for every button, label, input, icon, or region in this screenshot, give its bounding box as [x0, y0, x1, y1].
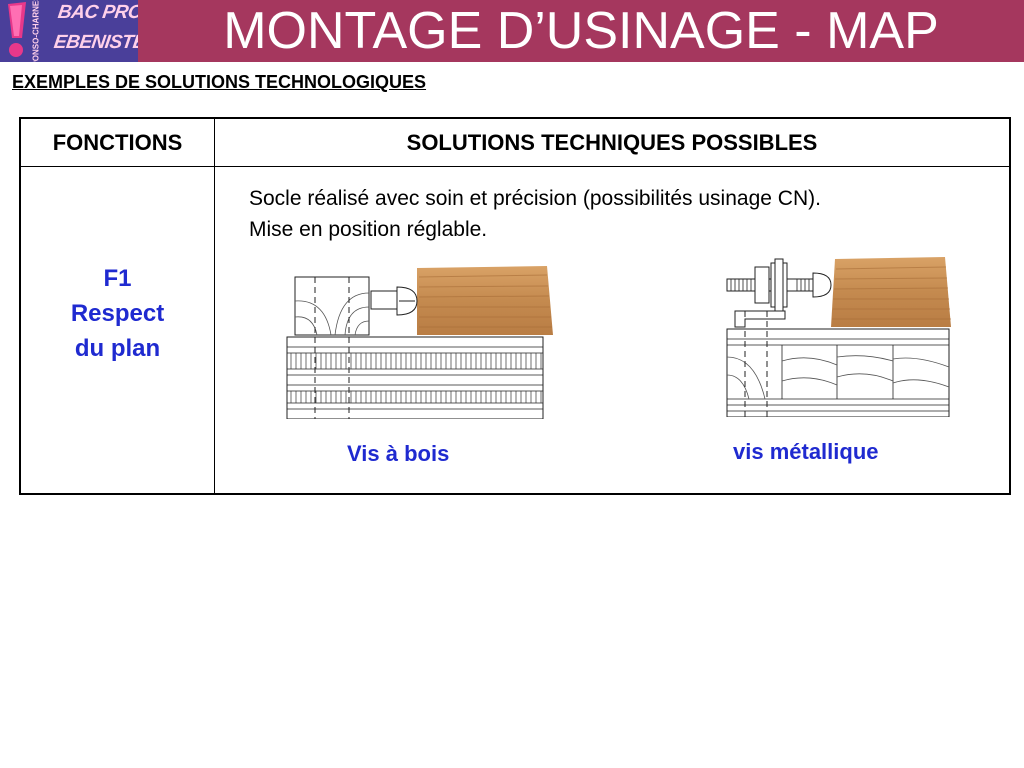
column-header-fonctions: FONCTIONS: [52, 130, 183, 155]
logo-text-ebeniste: EBENISTE: [52, 32, 138, 53]
page-title: MONTAGE D’USINAGE - MAP: [223, 2, 939, 60]
function-name-line2: du plan: [74, 335, 161, 362]
caption-metal-screw: vis métallique: [733, 439, 879, 464]
metal-screw-fixture-drawing: [726, 257, 951, 417]
logo-text-bac-pro: BAC PRO: [56, 2, 138, 23]
header-bar: PONSO-CHARNES BAC PRO EBENISTE MONTAGE D…: [0, 0, 1024, 62]
column-header-solutions: SOLUTIONS TECHNIQUES POSSIBLES: [406, 130, 818, 155]
description-line-2: Mise en position réglable.: [249, 218, 488, 241]
function-code: F1: [103, 265, 132, 292]
column-divider: [214, 119, 215, 493]
caption-wood-screw: Vis à bois: [347, 441, 450, 466]
section-subtitle: EXEMPLES DE SOLUTIONS TECHNOLOGIQUES: [12, 72, 427, 92]
exclamation-mark-icon: [8, 2, 26, 57]
wood-screw-fixture-drawing: [286, 266, 553, 419]
bac-pro-logo: PONSO-CHARNES BAC PRO EBENISTE: [0, 0, 138, 62]
logo-vertical-text: PONSO-CHARNES: [31, 0, 41, 62]
function-label: F1 Respect du plan: [21, 261, 214, 366]
solutions-table: FONCTIONS SOLUTIONS TECHNIQUES POSSIBLES…: [19, 117, 1011, 495]
solution-description: Socle réalisé avec soin et précision (po…: [249, 183, 821, 245]
header-row-divider: [21, 166, 1009, 167]
description-line-1: Socle réalisé avec soin et précision (po…: [249, 187, 821, 210]
function-name-line1: Respect: [70, 300, 165, 327]
